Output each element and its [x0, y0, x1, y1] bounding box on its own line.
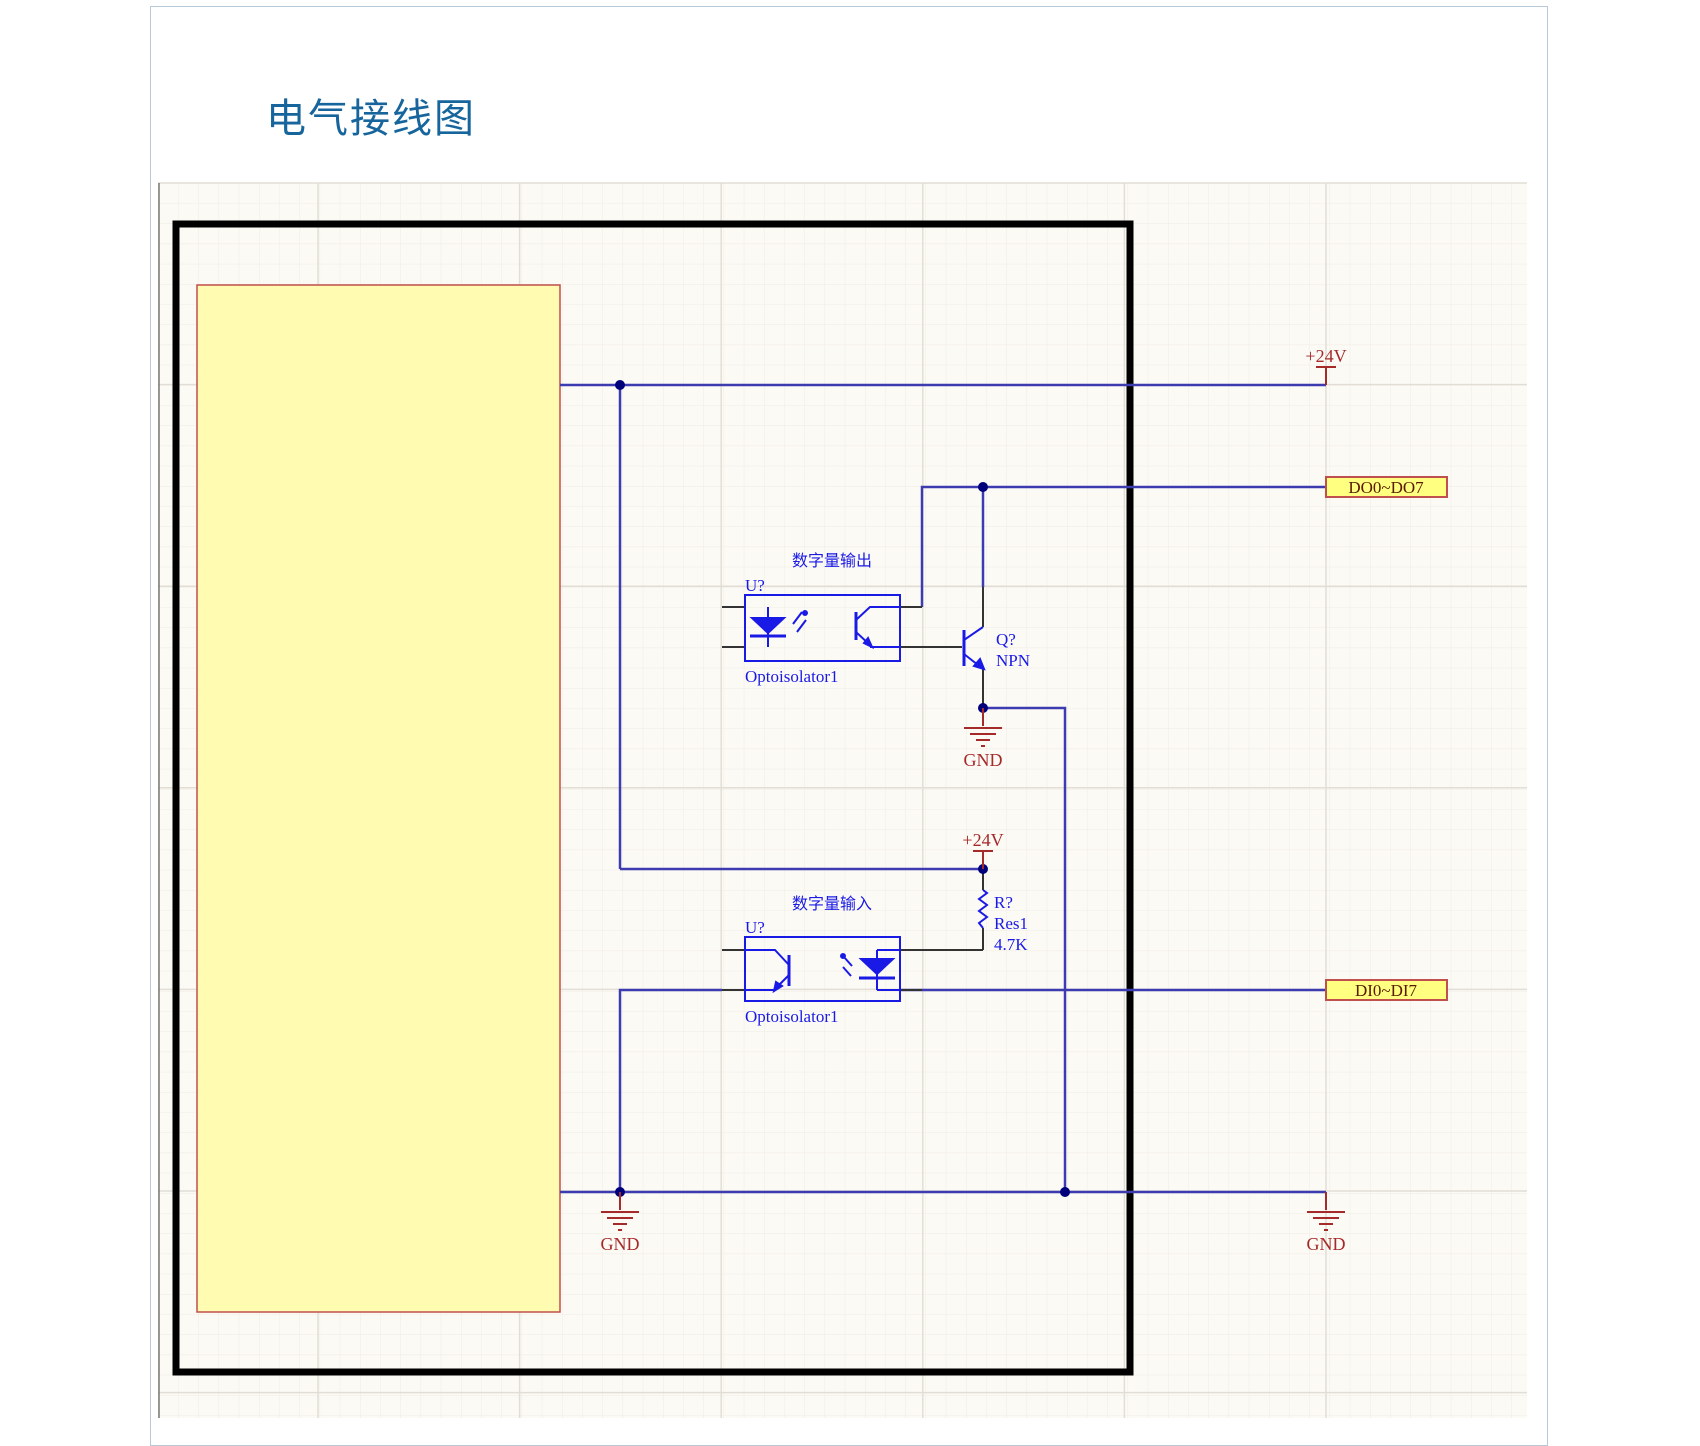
- wire-input-opto-left: [618, 988, 722, 1192]
- page-title: 电气接线图: [266, 96, 476, 142]
- input-block-caption: 数字量输入: [792, 894, 872, 913]
- optoisolator-input[interactable]: [744, 936, 901, 1002]
- optoisolator-output[interactable]: [744, 594, 901, 662]
- gnd-icon[interactable]: [1307, 1192, 1345, 1231]
- board-outline: [172, 220, 1134, 1376]
- junctions: [615, 380, 1070, 1197]
- net-port-di-label: DI0~DI7: [1355, 981, 1418, 1000]
- led-icon: [749, 607, 808, 647]
- power-port-24v-resistor[interactable]: [973, 850, 993, 869]
- power-port-label: +24V: [962, 830, 1003, 850]
- junction-dot: [615, 380, 625, 390]
- net-port-di[interactable]: [1325, 979, 1448, 1001]
- gnd-label: GND: [601, 1234, 640, 1254]
- wires: [560, 383, 1326, 1194]
- resistor-value: 4.7K: [994, 935, 1028, 954]
- wire-transistor-gnd-branch: [983, 706, 1067, 1192]
- gnd-icon[interactable]: [964, 708, 1002, 747]
- input-opto-designator: U?: [745, 918, 765, 937]
- gnd-icon[interactable]: [601, 1192, 639, 1231]
- net-port-do[interactable]: [1325, 476, 1448, 498]
- controller-sheet-symbol[interactable]: [196, 284, 561, 1313]
- component-pins: [722, 587, 984, 991]
- wire-do-net: [920, 485, 1326, 607]
- output-block-caption: 数字量输出: [792, 551, 872, 570]
- output-opto-designator: U?: [745, 576, 765, 595]
- phototransistor-icon: [854, 606, 900, 650]
- gnd-label: GND: [964, 750, 1003, 770]
- input-opto-part: Optoisolator1: [745, 1007, 839, 1026]
- power-port-label: +24V: [1305, 346, 1346, 366]
- junction-dot: [978, 482, 988, 492]
- led-icon: [840, 949, 900, 991]
- output-opto-part: Optoisolator1: [745, 667, 839, 686]
- net-port-do-label: DO0~DO7: [1348, 478, 1424, 497]
- transistor-type: NPN: [996, 651, 1030, 670]
- resistor-icon[interactable]: [977, 889, 989, 929]
- npn-transistor-icon[interactable]: [962, 626, 986, 671]
- power-port-24v-top[interactable]: [1316, 366, 1336, 385]
- transistor-designator: Q?: [996, 630, 1016, 649]
- gnd-label: GND: [1307, 1234, 1346, 1254]
- resistor-part: Res1: [994, 914, 1028, 933]
- junction-dot: [1060, 1187, 1070, 1197]
- resistor-designator: R?: [994, 893, 1013, 912]
- phototransistor-icon: [745, 949, 791, 994]
